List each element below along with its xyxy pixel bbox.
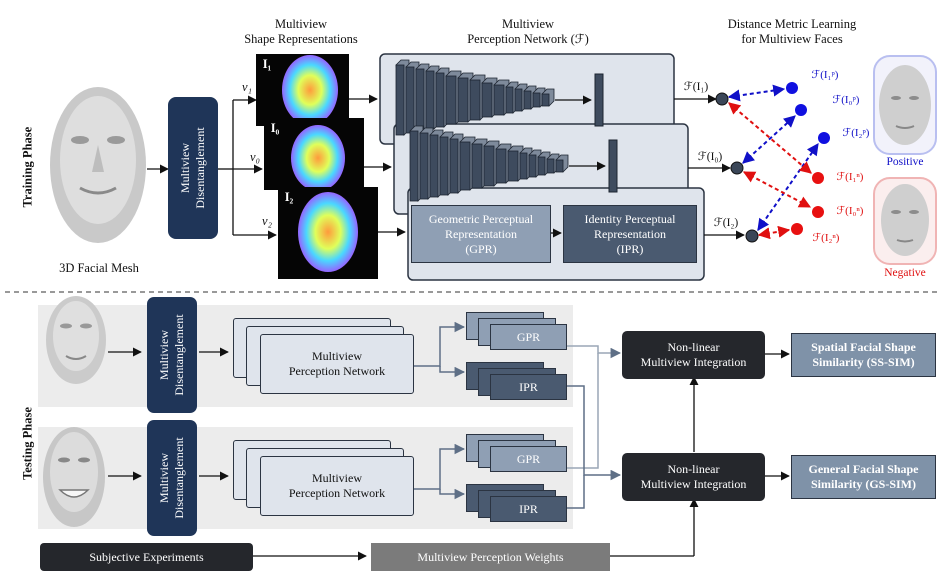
- shape-image-i1: [256, 54, 349, 126]
- testing-disentanglement-box-top: [147, 297, 197, 413]
- cnn-layer: [481, 82, 493, 118]
- cnn-layer: [459, 141, 471, 191]
- cnn-layer: [419, 132, 429, 200]
- mesh-face: [50, 87, 146, 243]
- view-label-1: v₁: [242, 80, 252, 94]
- positive-point-1: [786, 82, 798, 94]
- testing-disentanglement-label-bottom: Multiview Disentanglement: [157, 437, 186, 519]
- negative-label-1: ℱ(I₁ⁿ): [836, 171, 864, 183]
- anchor-point-2: [745, 229, 759, 243]
- cnn-layer: [483, 145, 495, 187]
- perception-weights-box: Multiview Perception Weights: [371, 543, 610, 571]
- gpr-box: Geometric Perceptual Representation (GPR…: [411, 205, 551, 263]
- cnn-layer: [514, 88, 523, 112]
- network-card-bottom: Multiview Perception Network: [260, 456, 414, 516]
- cnn-layer: [528, 154, 537, 178]
- positive-label-0: ℱ(I₀ᵖ): [832, 94, 860, 106]
- integration-box-top: Non-linear Multiview Integration: [622, 331, 765, 379]
- image-tag-1: I₁: [262, 57, 272, 71]
- anchor-point-1: [715, 92, 729, 106]
- cnn-layer: [415, 68, 425, 132]
- cnn-layers-1: [395, 59, 604, 136]
- cnn-layer: [532, 92, 541, 108]
- cnn-layer: [405, 66, 415, 134]
- cnn-layer: [469, 79, 481, 121]
- cnn-layer: [555, 159, 564, 173]
- test-face-top: [46, 296, 106, 384]
- positive-point-0: [795, 104, 807, 116]
- cnn-layers-0: [409, 125, 618, 202]
- cnn-layer: [495, 148, 507, 184]
- feature-label-1: ℱ(I₁): [683, 81, 709, 93]
- view-label-2: v₂: [262, 214, 272, 228]
- cnn-layer: [439, 136, 449, 196]
- image-tag-2: I₂: [284, 190, 294, 204]
- cnn-layer: [471, 143, 483, 189]
- shape-image-i2: [278, 187, 378, 279]
- cnn-layer: [537, 156, 546, 176]
- cnn-layer: [541, 93, 550, 107]
- gpr-card-bottom: GPR: [490, 446, 567, 472]
- perception-network-title: Multiview Perception Network (ℱ): [467, 17, 589, 46]
- cnn-layer: [523, 90, 532, 110]
- fc-layer: [608, 139, 618, 193]
- metric-learning-title: Distance Metric Learning for Multiview F…: [727, 17, 857, 46]
- testing-disentanglement-box-bottom: [147, 420, 197, 536]
- negative-point-0: [812, 206, 824, 218]
- feature-label-2: ℱ(I₂): [713, 217, 739, 229]
- cnn-layer: [425, 70, 435, 130]
- gs-sim-box: General Facial Shape Similarity (GS-SIM): [791, 455, 936, 499]
- training-phase-label: Training Phase: [20, 126, 35, 208]
- ipr-card-bottom: IPR: [490, 496, 567, 522]
- positive-label-2: ℱ(I₂ᵖ): [842, 127, 870, 139]
- cnn-layer: [409, 130, 419, 202]
- cnn-layer: [449, 138, 459, 194]
- positive-label-1: ℱ(I₁ᵖ): [811, 69, 839, 81]
- subjective-experiments-box: Subjective Experiments: [40, 543, 253, 571]
- network-card-top: Multiview Perception Network: [260, 334, 414, 394]
- gpr-card-top: GPR: [490, 324, 567, 350]
- cnn-layer: [435, 72, 445, 128]
- cnn-layer: [507, 150, 519, 182]
- mesh-caption: 3D Facial Mesh: [59, 261, 139, 275]
- training-disentanglement-label: Multiview Disentanglement: [178, 127, 207, 209]
- negative-face: [873, 177, 937, 265]
- cnn-layer: [445, 75, 457, 125]
- negative-point-1: [812, 172, 824, 184]
- integration-box-bottom: Non-linear Multiview Integration: [622, 453, 765, 501]
- ss-sim-box: Spatial Facial Shape Similarity (SS-SIM): [791, 333, 936, 377]
- positive-point-2: [818, 132, 830, 144]
- cnn-layer: [457, 77, 469, 123]
- training-disentanglement-box: [168, 97, 218, 239]
- testing-disentanglement-label-top: Multiview Disentanglement: [157, 314, 186, 396]
- shape-image-i0: [264, 118, 364, 191]
- cnn-layer: [395, 64, 405, 136]
- testing-phase-label: Testing Phase: [20, 407, 35, 480]
- negative-label-0: ℱ(I₀ⁿ): [836, 205, 864, 217]
- cnn-layer: [505, 86, 514, 114]
- shape-representations-title: Multiview Shape Representations: [244, 17, 358, 46]
- cnn-layer: [493, 84, 505, 116]
- ipr-box: Identity Perceptual Representation (IPR): [563, 205, 697, 263]
- test-face-bottom: [43, 427, 105, 527]
- image-tag-0: I₀: [270, 121, 280, 135]
- cnn-layer: [519, 152, 528, 180]
- positive-face: [873, 55, 937, 155]
- view-label-0: v₀: [250, 150, 260, 164]
- negative-label-2: ℱ(I₂ⁿ): [812, 232, 840, 244]
- feature-label-0: ℱ(I₀): [697, 151, 723, 163]
- cnn-layer: [429, 134, 439, 198]
- negative-caption: Negative: [884, 267, 926, 279]
- anchor-point-0: [730, 161, 744, 175]
- negative-point-2: [791, 223, 803, 235]
- positive-caption: Positive: [886, 156, 924, 168]
- ipr-card-top: IPR: [490, 374, 567, 400]
- fc-layer: [594, 73, 604, 127]
- cnn-layer: [546, 158, 555, 174]
